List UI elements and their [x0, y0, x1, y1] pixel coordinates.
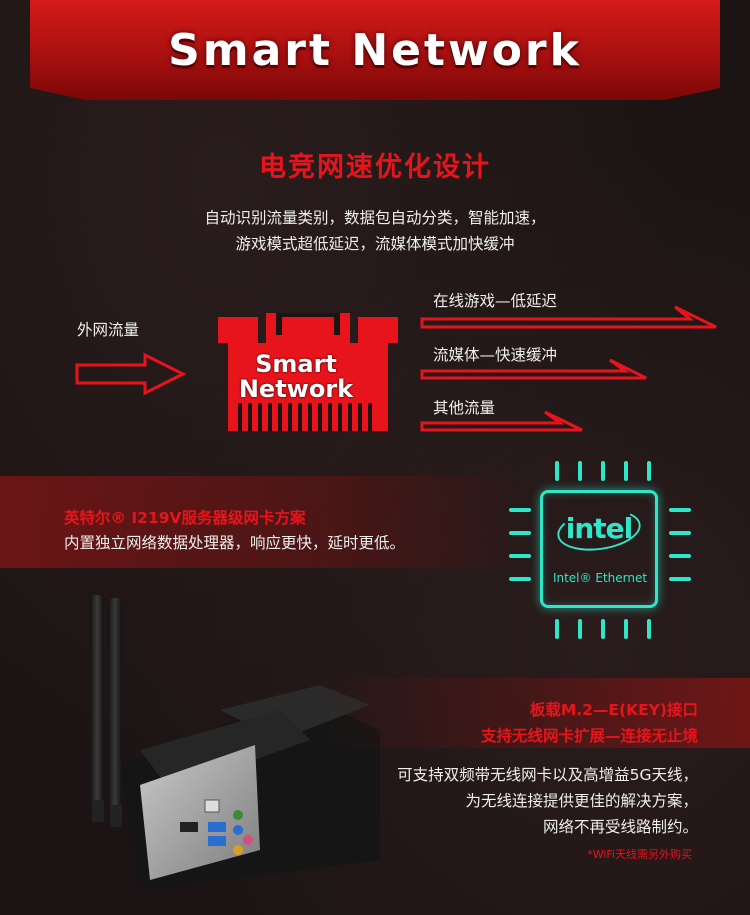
title-banner: Smart Network [30, 0, 720, 100]
section-title: 电竞网速优化设计 [259, 152, 491, 183]
intel-ethernet-label: Intel® Ethernet [552, 571, 648, 585]
m2-band [320, 678, 750, 748]
m2-title-line2: 支持无线网卡扩展—连接无止境 [480, 727, 698, 745]
m2-desc-line2: 为无线连接提供更佳的解决方案， [465, 792, 698, 810]
m2-desc-line1: 可支持双频带无线网卡以及高增益5G天线， [397, 766, 698, 784]
smart-network-label: Smart Network [226, 352, 366, 402]
intel-chip-icon [509, 461, 691, 639]
wifi-note: *WiFi天线需另外购买 [587, 848, 692, 861]
m2-title-line1: 板载M.2—E(KEY)接口 [529, 701, 698, 719]
m2-desc-line3: 网络不再受线路制约。 [542, 818, 698, 836]
intel-subtitle: 内置独立网络数据处理器，响应更快，延时更低。 [64, 534, 406, 552]
banner-title: Smart Network [168, 24, 582, 76]
intel-chip-frame [540, 490, 658, 608]
output-arrow-other-icon [420, 410, 583, 432]
smart-network-line1: Smart [255, 350, 337, 378]
section-desc-line1: 自动识别流量类别，数据包自动分类，智能加速， [204, 209, 546, 227]
intel-logo: intel [565, 512, 634, 545]
input-traffic-label: 外网流量 [77, 321, 140, 339]
output-arrow-gaming-icon [420, 305, 717, 329]
output-label-streaming: 流媒体—快速缓冲 [433, 346, 558, 364]
input-arrow-icon [75, 352, 187, 396]
output-label-gaming: 在线游戏—低延迟 [433, 292, 558, 310]
smart-network-line2: Network [238, 375, 354, 403]
smart-network-chip-icon [218, 313, 398, 431]
section-desc-line2: 游戏模式超低延迟，流媒体模式加快缓冲 [235, 235, 515, 253]
intel-title: 英特尔® I219V服务器级网卡方案 [64, 509, 306, 527]
output-arrow-streaming-icon [420, 358, 647, 380]
output-label-other: 其他流量 [433, 399, 496, 417]
